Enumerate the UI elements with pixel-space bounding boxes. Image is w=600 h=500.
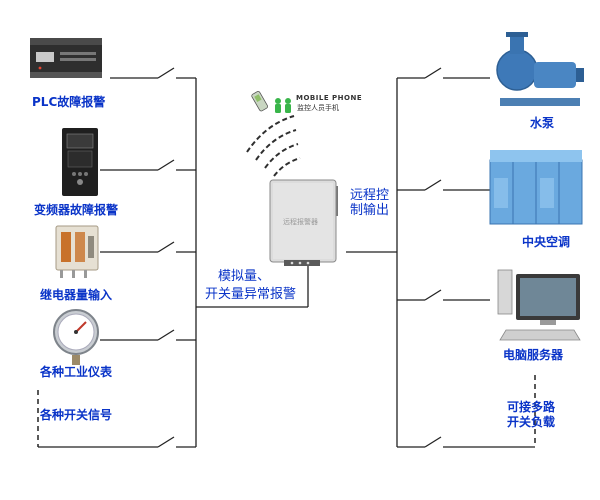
remote-alarm-device-icon <box>269 179 338 266</box>
phone-caption-text: 监控人员手机 <box>297 104 339 112</box>
right-switch-row-generic <box>397 436 535 448</box>
right-bus <box>346 78 398 447</box>
phone-brand-text: MOBILE PHONE <box>296 94 363 102</box>
left-bus <box>195 78 309 447</box>
relay-icon <box>55 225 99 278</box>
left-switch-row-relay <box>100 241 196 253</box>
left-switch-row-generic <box>38 436 196 448</box>
signal-waves-icon <box>246 115 301 177</box>
label-input-line2: 开关量异常报警 <box>205 287 297 302</box>
label-remote-control-output: 远程控制输出 <box>350 188 390 218</box>
label-multi-switch-load: 可接多路开关负载 <box>506 400 555 429</box>
label-input-line1: 模拟量、 <box>218 269 271 284</box>
plc-module-icon <box>30 38 102 78</box>
left-switch-row-vfd <box>100 159 196 171</box>
air-conditioner-icon <box>489 150 583 225</box>
water-pump-icon <box>496 32 584 106</box>
right-switch-row-ac <box>397 179 490 191</box>
label-central-ac: 中央空调 <box>522 235 571 249</box>
left-switch-row-gauge <box>100 329 196 341</box>
label-water-pump: 水泵 <box>530 116 555 130</box>
mobile-phone-icon <box>251 91 291 113</box>
label-relay-input: 继电器量输入 <box>40 288 113 302</box>
right-switch-row-pump <box>397 67 490 79</box>
frequency-inverter-icon <box>62 128 98 196</box>
right-switch-row-server <box>397 289 490 301</box>
label-inverter-fault-alarm: 变频器故障报警 <box>34 203 119 217</box>
label-industrial-meters: 各种工业仪表 <box>40 365 113 379</box>
computer-server-icon <box>497 269 581 341</box>
label-switch-signals: 各种开关信号 <box>40 408 113 422</box>
left-switch-row-plc <box>110 67 196 79</box>
label-plc-fault-alarm: PLC故障报警 <box>32 95 106 109</box>
device-label-text: 远程报警器 <box>283 218 318 226</box>
pressure-gauge-icon <box>53 309 99 365</box>
label-computer-server: 电脑服务器 <box>503 348 564 362</box>
